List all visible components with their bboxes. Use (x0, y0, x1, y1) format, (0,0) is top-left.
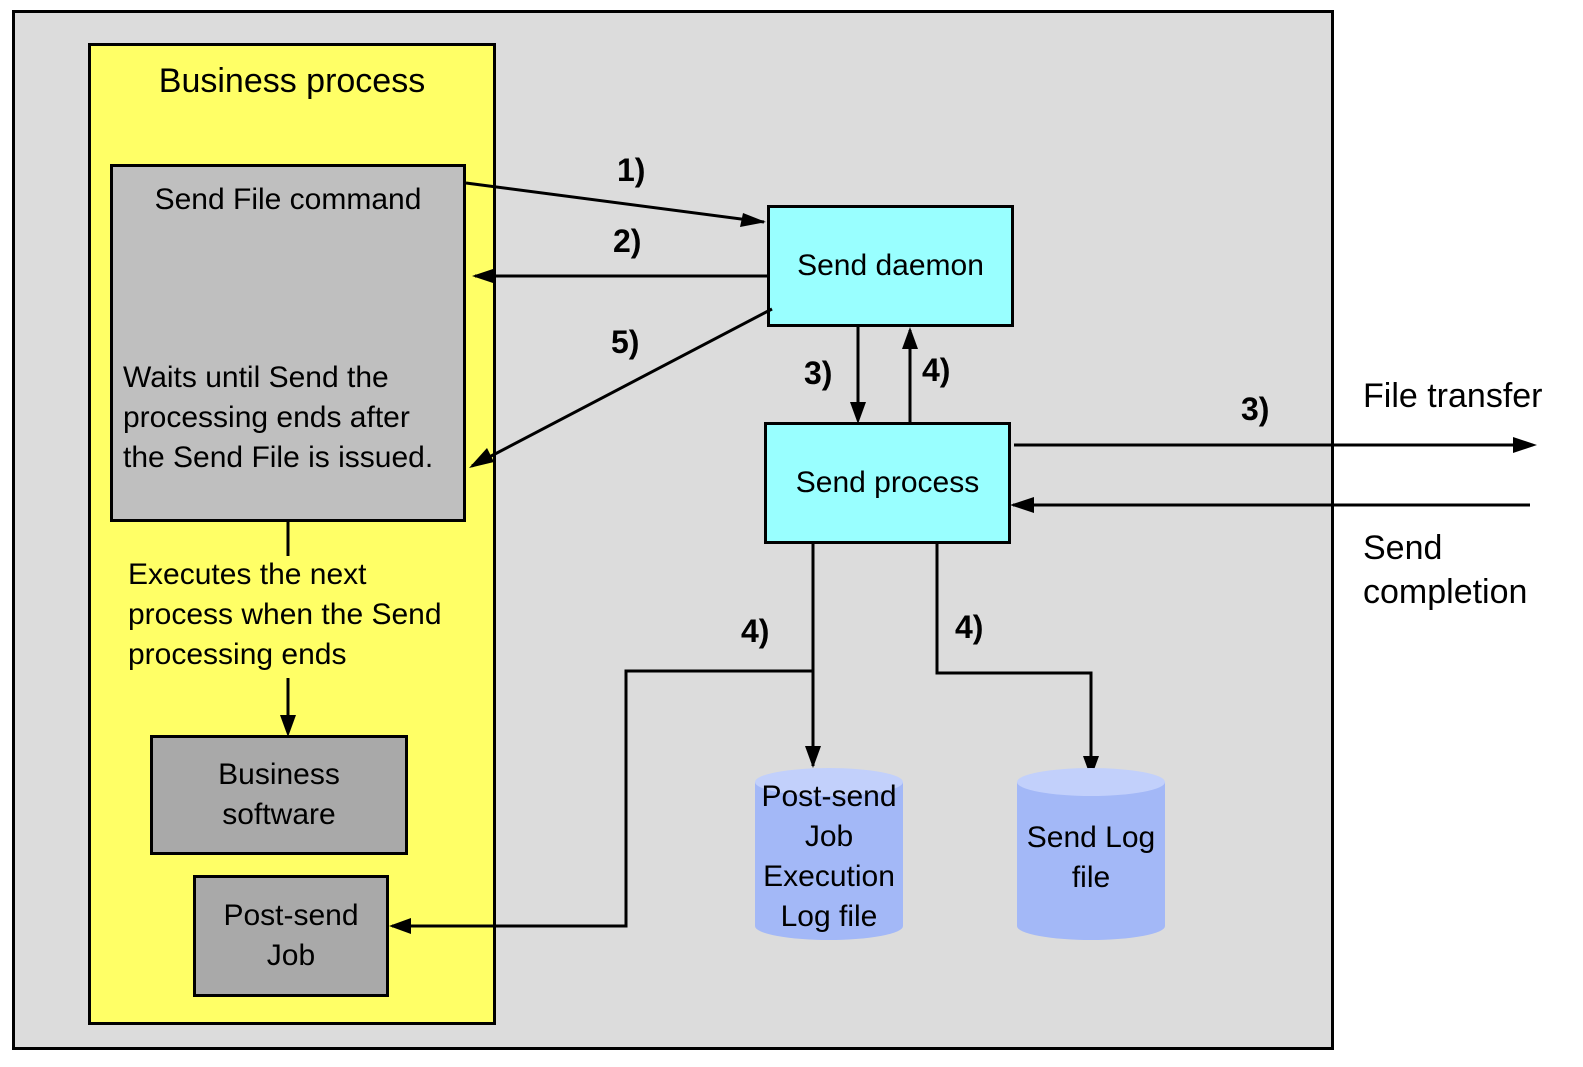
post-send-log-line-3: Execution (763, 860, 895, 893)
send-log-cylinder (1017, 768, 1165, 940)
send-file-command-title: Send File command (154, 183, 422, 216)
arrowhead-3-down (850, 402, 866, 424)
wait-text-line-2: processing ends after (123, 401, 410, 434)
send-daemon-label: Send daemon (797, 249, 984, 282)
post-send-job-line-2: Job (266, 939, 316, 972)
file-transfer-label: File transfer (1363, 377, 1543, 415)
arrowhead-1 (740, 213, 766, 227)
post-send-log-line-1: Post-send (761, 780, 897, 813)
post-send-log-cylinder (755, 768, 903, 940)
arrowhead-4-up (902, 327, 918, 349)
arrowhead-file-transfer (1513, 437, 1537, 453)
wait-text-line-1: Waits until Send the (123, 361, 389, 394)
post-send-log-line-2: Job (804, 820, 854, 853)
arrowhead-to-software (280, 715, 296, 737)
arrowhead-5 (469, 448, 494, 468)
post-send-log-line-4: Log file (780, 900, 878, 933)
next-process-line-2: process when the Send (128, 598, 442, 631)
next-process-line-3: processing ends (128, 638, 347, 671)
post-send-job-box: Post-send Job (193, 875, 389, 997)
send-process-box: Send process (764, 422, 1011, 544)
step-label-3-down: 3) (804, 355, 833, 391)
step-label-3-transfer: 3) (1241, 391, 1270, 427)
send-completion-line-1: Send (1363, 529, 1443, 567)
next-process-line-1: Executes the next (128, 558, 367, 591)
arrow-4-to-post-send-job (392, 669, 813, 928)
arrowhead-to-post-send-job (389, 918, 411, 934)
step-label-1: 1) (617, 152, 646, 188)
post-send-log-label: Post-send Job Execution Log file (740, 777, 918, 937)
post-send-job-line-1: Post-send (223, 899, 359, 932)
step-label-4-left: 4) (741, 613, 770, 649)
step-label-5: 5) (611, 324, 640, 360)
arrow-1-request (465, 181, 765, 224)
arrowhead-to-post-send-log (805, 746, 821, 768)
step-label-4-up: 4) (922, 352, 951, 388)
send-log-line-2: file (1071, 861, 1111, 894)
business-software-box: Business software (150, 735, 408, 855)
wait-text-line-3: the Send File is issued. (123, 441, 434, 474)
send-daemon-box: Send daemon (767, 205, 1014, 327)
send-process-label: Send process (795, 466, 980, 499)
arrowhead-send-completion (1010, 497, 1034, 513)
arrow-4-to-send-log (935, 544, 1093, 776)
step-label-2: 2) (613, 223, 642, 259)
step-label-4-right: 4) (955, 609, 984, 645)
business-process-title: Business process (158, 62, 426, 100)
send-completion-line-2: completion (1363, 573, 1528, 611)
arrowhead-2 (472, 268, 496, 284)
arrowhead-to-send-log (1083, 756, 1099, 778)
business-software-line-2: software (222, 798, 336, 831)
business-software-line-1: Business (218, 758, 340, 791)
arrow-5-result (471, 307, 773, 468)
send-log-line-1: Send Log (1026, 821, 1156, 854)
send-log-label: Send Log file (1002, 818, 1180, 898)
send-file-command-box (110, 164, 466, 522)
